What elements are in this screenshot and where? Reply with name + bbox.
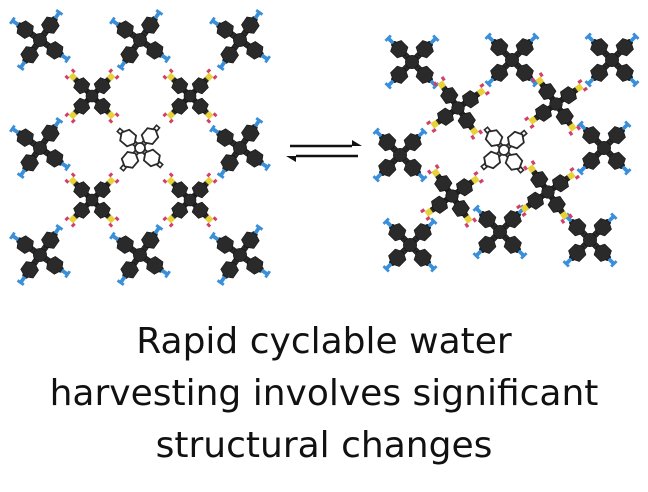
amine-molecule <box>6 221 74 289</box>
amine-molecule <box>106 221 174 289</box>
amine-molecule <box>206 114 274 182</box>
right-structure-panel <box>361 21 648 284</box>
amine-molecule <box>361 116 439 194</box>
central-molecule <box>113 121 167 175</box>
amine-molecule <box>473 21 551 99</box>
sulfonate-molecule <box>423 73 493 143</box>
amine-molecule <box>206 6 274 74</box>
sulfonate-molecule <box>63 171 121 229</box>
caption-line-2: harvesting involves significant <box>49 373 599 414</box>
caption-line-1: Rapid cyclable water <box>136 321 512 362</box>
sulfonate-molecule <box>161 171 219 229</box>
equilibrium-arrow-icon <box>286 140 362 162</box>
left-structure-panel <box>6 6 274 289</box>
sulfonate-molecule <box>513 157 583 227</box>
caption-line-3: structural changes <box>155 425 493 466</box>
central-molecule <box>473 119 535 181</box>
amine-molecule <box>206 221 274 289</box>
sulfonate-molecule <box>521 69 591 139</box>
amine-molecule <box>6 6 74 74</box>
sulfonate-molecule <box>417 161 487 231</box>
sulfonate-molecule <box>161 67 219 125</box>
amine-molecule <box>6 114 74 182</box>
structure-diagram: .c-fill{fill:#2a2a2a;stroke:#111;stroke-… <box>6 6 648 289</box>
sulfonate-molecule <box>63 67 121 125</box>
amine-molecule <box>573 21 648 99</box>
caption: Rapid cyclable water harvesting involves… <box>0 316 648 472</box>
amine-molecule <box>371 206 449 284</box>
amine-molecule <box>565 109 643 187</box>
amine-molecule <box>373 23 451 101</box>
amine-molecule <box>106 6 174 74</box>
